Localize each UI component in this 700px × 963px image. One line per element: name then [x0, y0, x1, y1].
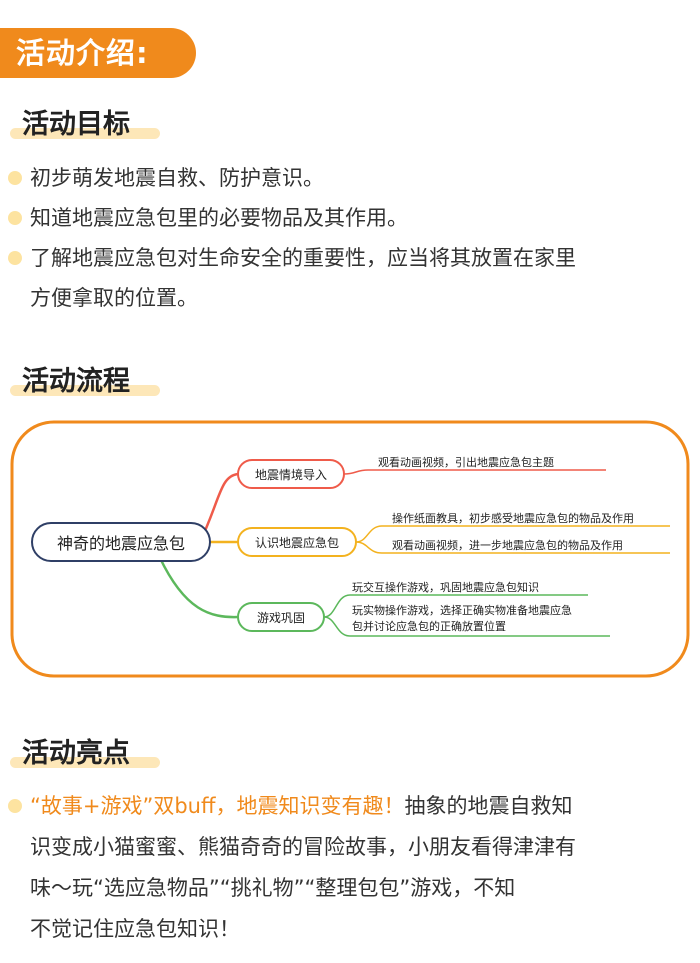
highlight-emphasis: “故事+游戏”双buff，地震知识变有趣！	[30, 794, 405, 818]
center-node	[31, 522, 211, 562]
branch-1-label: 地震情境导入	[255, 467, 327, 482]
highlight-text-line: 味～玩“选应急物品”“挑礼物”“整理包包”游戏，不知	[30, 876, 516, 900]
process-title-underline	[10, 385, 160, 396]
branch-2-note-line-2	[355, 541, 670, 554]
goal-item: 初步萌发地震自救、防护意识。	[0, 158, 700, 198]
bullet-dot-icon	[8, 251, 22, 265]
branch-3-note-1: 玩交互操作游戏，巩固地震应急包知识	[352, 580, 539, 594]
branch-2-note-2: 观看动画视频，进一步地震应急包的物品及作用	[392, 538, 623, 552]
bullet-dot-icon	[8, 171, 22, 185]
center-node-label: 神奇的地震应急包	[57, 534, 185, 553]
highlight-text-line: 识变成小猫蜜蜜、熊猫奇奇的冒险故事，小朋友看得津津有	[30, 835, 576, 859]
highlight-line: 不觉记住应急包知识！	[0, 909, 700, 950]
goals-title: 活动目标	[22, 109, 130, 140]
goal-item-text: 方便拿取的位置。	[30, 286, 198, 310]
goal-item-text: 知道地震应急包里的必要物品及其作用。	[30, 206, 408, 230]
branch-2-note-1: 操作纸面教具，初步感受地震应急包的物品及作用	[392, 511, 634, 525]
highlight-line: 识变成小猫蜜蜜、熊猫奇奇的冒险故事，小朋友看得津津有	[0, 827, 700, 868]
goal-item: 知道地震应急包里的必要物品及其作用。	[0, 198, 700, 238]
highlights-title: 活动亮点	[22, 738, 130, 769]
connector-branch-3	[158, 557, 239, 619]
goals-title-underline	[10, 128, 160, 139]
highlight-line: 味～玩“选应急物品”“挑礼物”“整理包包”游戏，不知	[0, 868, 700, 909]
goals-list: 初步萌发地震自救、防护意识。 知道地震应急包里的必要物品及其作用。 了解地震应急…	[0, 158, 700, 318]
bullet-dot-icon	[8, 799, 22, 813]
branch-2-label: 认识地震应急包	[255, 535, 339, 550]
highlight-line: “故事+游戏”双buff，地震知识变有趣！抽象的地震自救知	[0, 786, 700, 827]
goal-item: 了解地震应急包对生命安全的重要性，应当将其放置在家里	[0, 238, 700, 278]
highlights-title-underline	[10, 757, 160, 768]
highlights-paragraph: “故事+游戏”双buff，地震知识变有趣！抽象的地震自救知 识变成小猫蜜蜜、熊猫…	[0, 786, 700, 950]
branch-3-note-2: 玩实物操作游戏，选择正确实物准备地震应急	[352, 603, 572, 617]
branch-1-note-1: 观看动画视频，引出地震应急包主题	[378, 455, 554, 469]
branch-3-note-3: 包并讨论应急包的正确放置位置	[352, 619, 506, 633]
goal-item-text: 了解地震应急包对生命安全的重要性，应当将其放置在家里	[30, 246, 576, 270]
branch-1-note-line	[343, 469, 606, 475]
highlight-text-rest: 抽象的地震自救知	[404, 794, 573, 818]
branch-2-note-line-1	[355, 525, 670, 543]
branch-3-note-line-1	[323, 594, 588, 618]
goal-item-continuation: 方便拿取的位置。	[0, 278, 700, 318]
bullet-dot-icon	[8, 211, 22, 225]
goal-item-text: 初步萌发地震自救、防护意识。	[30, 166, 324, 190]
highlight-text-line: 不觉记住应急包知识！	[30, 917, 240, 941]
process-title: 活动流程	[22, 366, 130, 397]
intro-badge: 活动介绍:	[0, 28, 196, 78]
branch-3-label: 游戏巩固	[257, 611, 305, 625]
branch-3-note-line-2	[323, 616, 610, 637]
process-mindmap: 神奇的地震应急包 地震情境导入 观看动画视频，引出地震应急包主题 认识地震应急包…	[10, 420, 690, 678]
